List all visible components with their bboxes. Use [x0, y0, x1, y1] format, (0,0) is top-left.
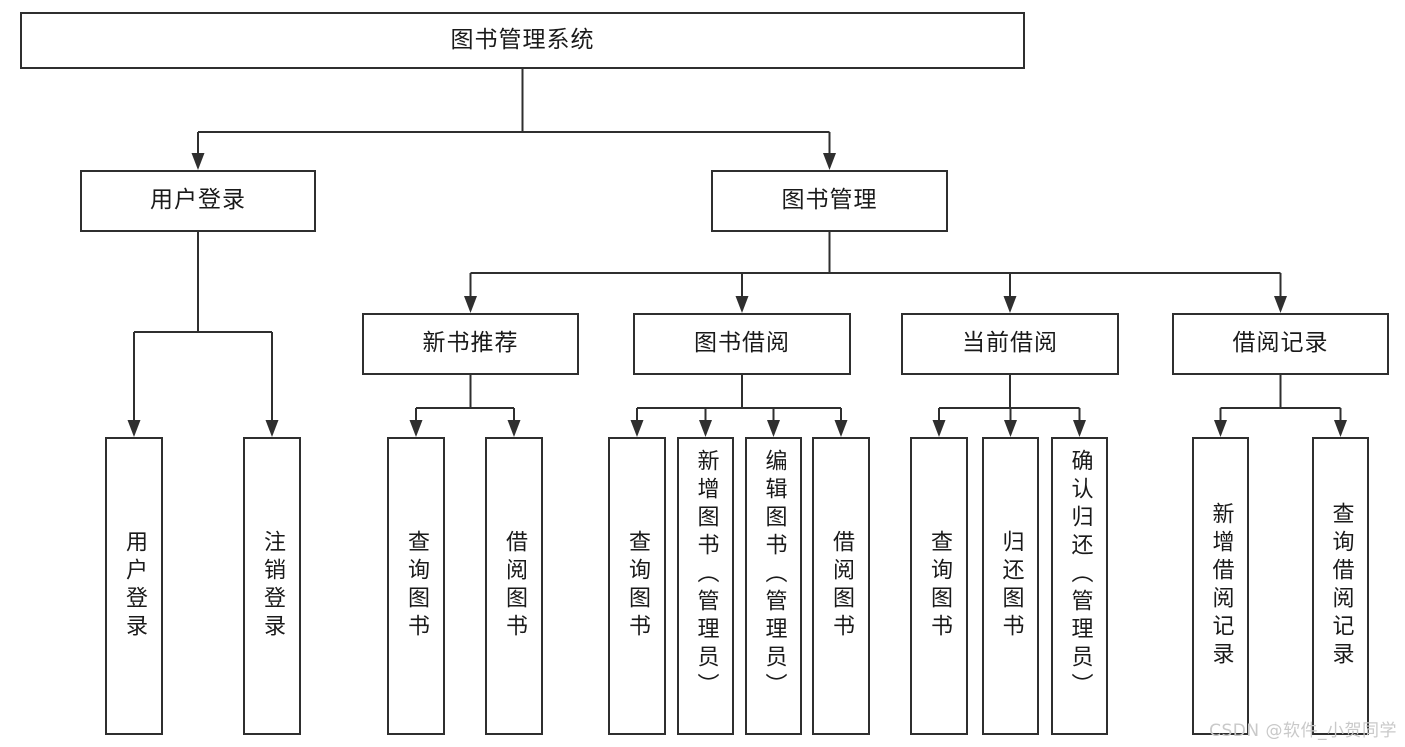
node-label: 查询图书	[625, 530, 650, 642]
node-leaf-return-book[interactable]: 归还图书	[982, 437, 1039, 735]
node-borrow-record[interactable]: 借阅记录	[1172, 313, 1389, 375]
node-leaf-query-book-3[interactable]: 查询图书	[910, 437, 968, 735]
node-label: 编辑图书（管理员）	[761, 449, 787, 701]
node-label: 当前借阅	[962, 330, 1058, 357]
node-leaf-user-login[interactable]: 用户登录	[105, 437, 163, 735]
node-label: 用户登录	[122, 530, 147, 642]
node-leaf-borrow-book-2[interactable]: 借阅图书	[812, 437, 870, 735]
watermark-text: CSDN @软件_小贺同学	[1209, 721, 1397, 741]
node-leaf-edit-book[interactable]: 编辑图书（管理员）	[745, 437, 802, 735]
node-label: 图书管理	[781, 187, 878, 214]
node-label: 图书借阅	[694, 330, 790, 357]
node-leaf-confirm-return[interactable]: 确认归还（管理员）	[1051, 437, 1108, 735]
node-label: 新增图书（管理员）	[693, 449, 719, 701]
node-label: 新书推荐	[422, 330, 519, 357]
node-label: 查询图书	[927, 530, 952, 642]
node-new-book-recommendation[interactable]: 新书推荐	[362, 313, 579, 375]
node-current-borrow[interactable]: 当前借阅	[901, 313, 1119, 375]
node-root[interactable]: 图书管理系统	[20, 12, 1025, 69]
node-leaf-query-borrow-record[interactable]: 查询借阅记录	[1312, 437, 1369, 735]
node-leaf-add-book[interactable]: 新增图书（管理员）	[677, 437, 734, 735]
node-leaf-logout[interactable]: 注销登录	[243, 437, 301, 735]
node-label: 新增借阅记录	[1208, 502, 1234, 670]
node-leaf-borrow-book-1[interactable]: 借阅图书	[485, 437, 543, 735]
node-book-manage[interactable]: 图书管理	[711, 170, 948, 232]
node-label: 借阅记录	[1232, 330, 1329, 357]
node-label: 注销登录	[260, 530, 285, 642]
node-label: 查询图书	[404, 530, 429, 642]
node-label: 图书管理系统	[450, 26, 595, 53]
node-book-borrow[interactable]: 图书借阅	[633, 313, 851, 375]
node-label: 确认归还（管理员）	[1067, 449, 1093, 701]
node-leaf-query-book-1[interactable]: 查询图书	[387, 437, 445, 735]
node-label: 用户登录	[150, 187, 246, 214]
node-label: 查询借阅记录	[1328, 502, 1354, 670]
node-leaf-query-book-2[interactable]: 查询图书	[608, 437, 666, 735]
node-label: 借阅图书	[829, 530, 854, 642]
node-leaf-add-borrow-record[interactable]: 新增借阅记录	[1192, 437, 1249, 735]
node-label: 归还图书	[998, 530, 1024, 642]
node-user-login[interactable]: 用户登录	[80, 170, 316, 232]
node-label: 借阅图书	[502, 530, 527, 642]
